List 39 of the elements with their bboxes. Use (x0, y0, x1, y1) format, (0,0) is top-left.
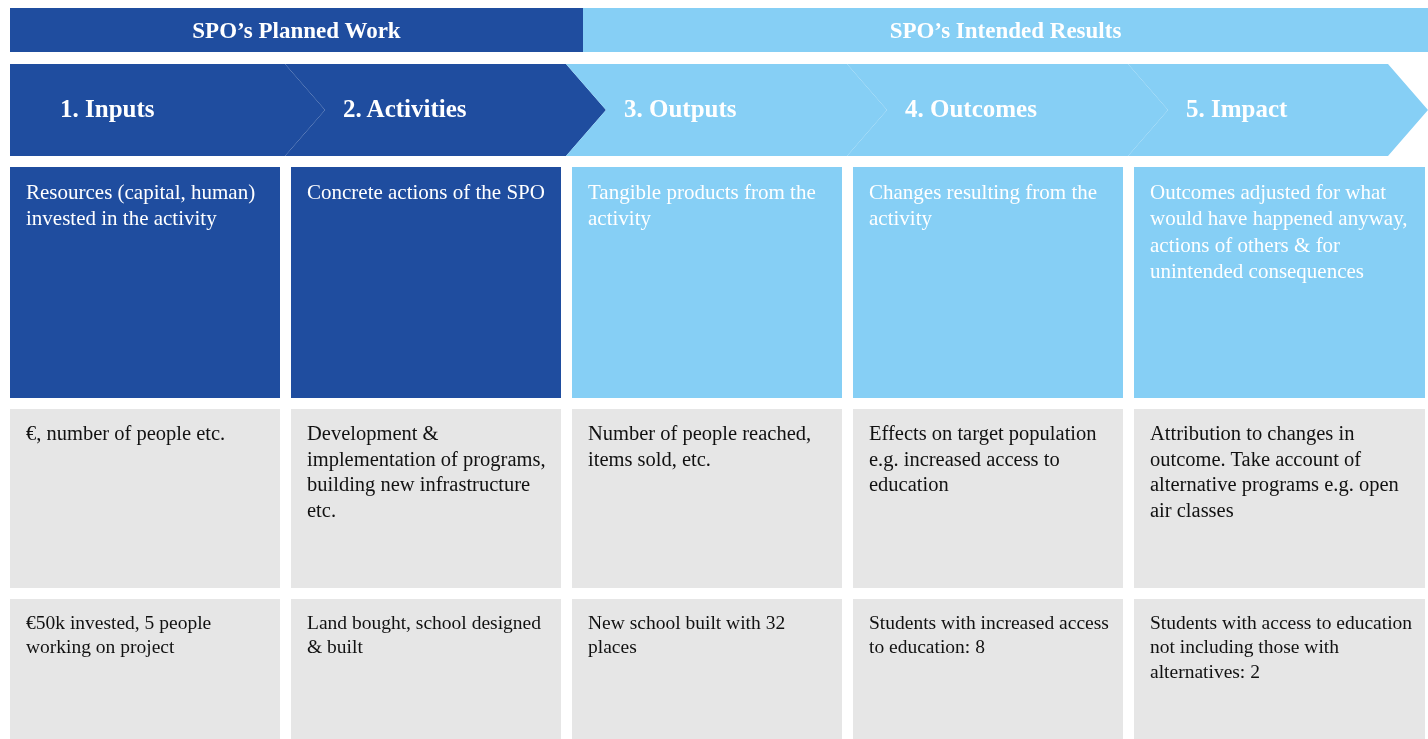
example-cell (10, 599, 280, 739)
step-title: 4. Outcomes (905, 94, 1037, 124)
cell-text: Outcomes adjusted for what would have happened anyway, actions of others & for unintended consequences (1150, 179, 1409, 284)
cell-text: €50k invested, 5 people working on project (26, 611, 213, 660)
section-header (10, 8, 583, 52)
cell-text: Land bought, school designed & built (307, 611, 542, 660)
step-title: 1. Inputs (60, 94, 155, 124)
step-title: 5. Impact (1186, 94, 1288, 124)
description-cell (853, 167, 1123, 398)
example-cell (291, 599, 561, 739)
measure-cell (291, 409, 561, 588)
measure-cell (853, 409, 1123, 588)
measure-cell (572, 409, 842, 588)
example-cell (1134, 599, 1425, 739)
description-cell (10, 167, 280, 398)
header-text: SPO’s Intended Results (888, 17, 1123, 45)
cell-text: Development & implementation of programs, building new infrastructure etc. (307, 421, 547, 523)
step-title: 2. Activities (343, 94, 467, 124)
section-header (583, 8, 1428, 52)
cell-text: Students with increased access to education: 8 (869, 611, 1110, 660)
cell-text: Concrete actions of the SPO (307, 179, 546, 206)
description-cell (291, 167, 561, 398)
cell-text: Resources (capital, human) invested in the activity (26, 179, 257, 232)
measure-cell (1134, 409, 1425, 588)
cell-text: Changes resulting from the activity (869, 179, 1099, 232)
cell-text: Tangible products from the activity (588, 179, 817, 232)
example-cell (572, 599, 842, 739)
description-cell (572, 167, 842, 398)
cell-text: New school built with 32 places (588, 611, 787, 660)
cell-text: Number of people reached, items sold, etc. (588, 421, 813, 472)
description-cell (1134, 167, 1425, 398)
example-cell (853, 599, 1123, 739)
cell-text: Attribution to changes in outcome. Take account of alternative programs e.g. open air classes (1150, 421, 1400, 523)
header-text: SPO’s Planned Work (191, 17, 402, 45)
cell-text: €, number of people etc. (26, 421, 227, 447)
cell-text: Effects on target population e.g. increased access to education (869, 421, 1098, 498)
cell-text: Students with access to education not including those with alternatives: 2 (1150, 611, 1414, 684)
measure-cell (10, 409, 280, 588)
step-title: 3. Outputs (624, 94, 737, 124)
